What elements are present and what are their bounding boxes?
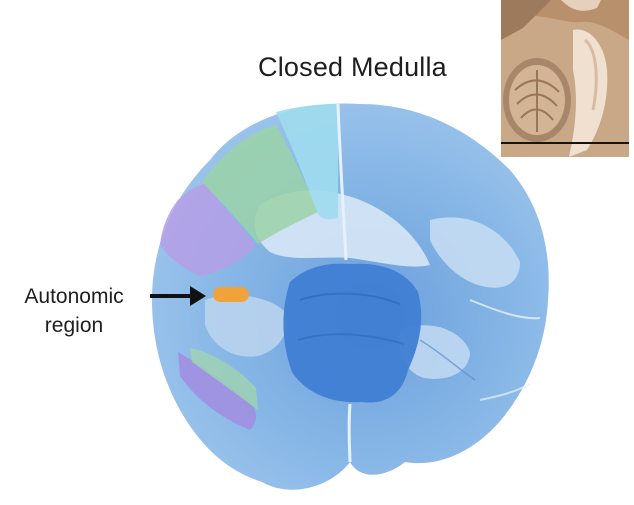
tract-region-violet-lower — [178, 352, 256, 430]
arrow-right-icon — [150, 286, 206, 306]
tract-region-violet — [160, 184, 256, 276]
tract-region-green-lower — [190, 348, 258, 410]
slide-title: Closed Medulla — [258, 52, 447, 82]
autonomic-region-highlight — [213, 287, 249, 302]
brain-section-thumbnail — [501, 0, 629, 157]
tract-region-green — [202, 125, 318, 244]
tract-region-cyan — [276, 104, 338, 220]
autonomic-label-line1: Autonomic — [24, 285, 124, 308]
dark-core-region — [283, 263, 422, 403]
autonomic-region-label: Autonomic region — [10, 282, 138, 340]
autonomic-label-line2: region — [44, 314, 104, 337]
